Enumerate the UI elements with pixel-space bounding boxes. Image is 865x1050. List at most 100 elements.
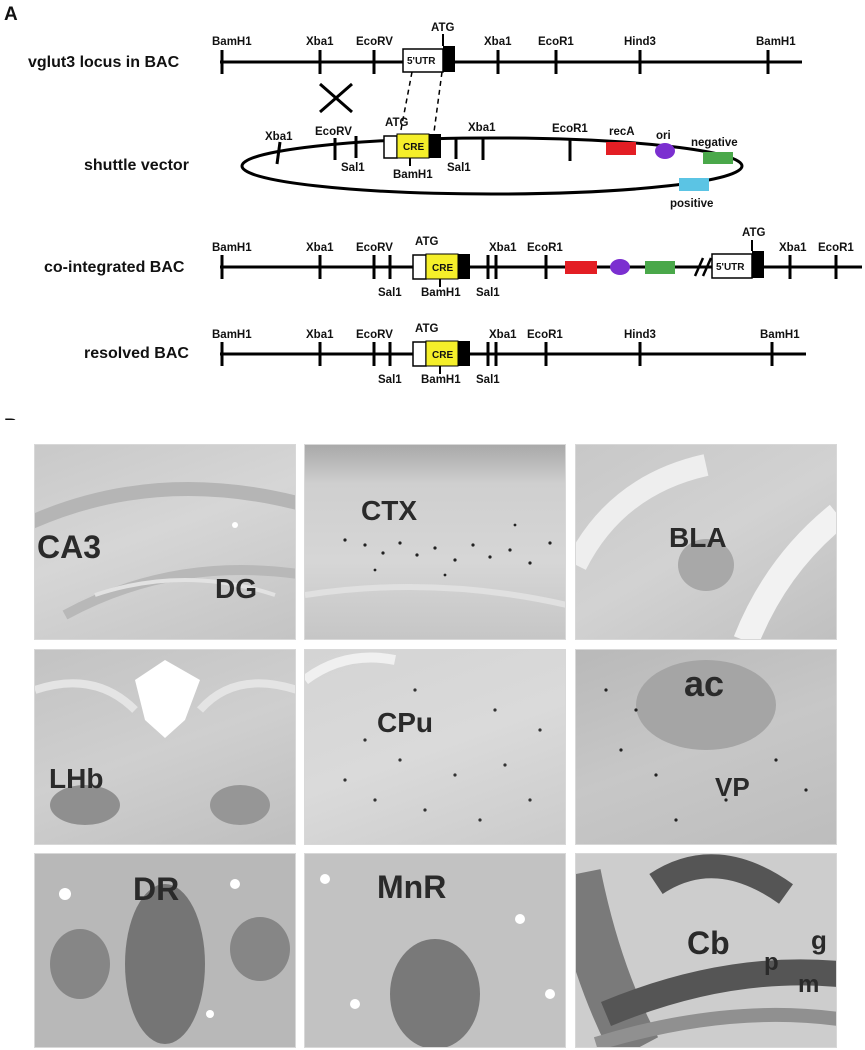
cre-label: CRE [403, 142, 424, 153]
micrograph-accumbens: ac VP [575, 649, 837, 845]
positive-label: positive [670, 198, 713, 210]
row-label-cointegrated: co-integrated BAC [44, 259, 185, 276]
site-bamh1: BamH1 [756, 36, 796, 48]
homology-dash [399, 71, 413, 136]
exon-black-box [443, 46, 455, 72]
construct-diagram: A vglut3 locus in BAC BamH1 Xba1 EcoRV 5… [4, 4, 862, 420]
site-ecorv: EcoRV [356, 242, 393, 254]
labeled-neurons [604, 688, 808, 822]
site-ecor1: EcoR1 [538, 36, 574, 48]
label-mnr: MnR [377, 869, 446, 905]
micrograph-striatum: CPu [304, 649, 566, 845]
site-bamh1: BamH1 [212, 36, 252, 48]
site-atg: ATG [415, 236, 438, 248]
striatum-texture: CPu [305, 652, 542, 822]
exon-black-box [429, 134, 441, 158]
label-bla: BLA [669, 522, 727, 553]
cre-box [396, 133, 430, 159]
panel-b-letter: B [4, 416, 18, 420]
site-ecor1: EcoR1 [818, 242, 854, 254]
site-hind3: Hind3 [624, 36, 656, 48]
label-ca3: CA3 [37, 529, 101, 565]
negative-marker [703, 152, 733, 164]
break-mark [693, 257, 713, 277]
cre-box [425, 253, 459, 280]
site-atg: ATG [415, 323, 438, 335]
cre-box [425, 340, 459, 367]
cortex-texture: CTX [305, 495, 565, 608]
hippocampus-texture: CA3 DG [35, 482, 295, 620]
negative-marker [645, 261, 675, 274]
labeled-neurons [343, 688, 542, 822]
site-ecorv: EcoRV [356, 329, 393, 341]
site-bamh1: BamH1 [421, 287, 461, 299]
crossover-mark [319, 82, 353, 114]
row-label-resolved: resolved BAC [84, 345, 189, 362]
site-bamh1: BamH1 [393, 169, 433, 181]
micrograph-cortex: CTX [304, 444, 566, 640]
ori-label: ori [656, 130, 671, 142]
site-bamh1: BamH1 [421, 374, 461, 386]
label-ac: ac [684, 663, 724, 704]
resolved-bac-row: resolved BAC BamH1 Xba1 EcoRV Sal1 ATG C… [84, 323, 806, 386]
site-tick [275, 141, 282, 165]
exon-black-box [752, 251, 764, 278]
label-vp: VP [715, 772, 750, 802]
micrograph-hippocampus: CA3 DG [34, 444, 296, 640]
label-g: g [811, 925, 827, 955]
site-sal1: Sal1 [476, 374, 500, 386]
row-label-shuttle: shuttle vector [84, 157, 189, 174]
cerebellum-texture: Cb g p m [576, 854, 836, 1047]
reca-label: recA [609, 126, 635, 138]
labeled-neurons [343, 523, 552, 577]
habenula-texture: LHb [35, 660, 295, 825]
label-dg: DG [215, 573, 257, 604]
site-ecorv: EcoRV [315, 126, 352, 138]
amygdala-texture: BLA [576, 454, 836, 639]
site-sal1: Sal1 [341, 162, 365, 174]
micrograph-habenula: LHb [34, 649, 296, 845]
site-xba1: Xba1 [306, 329, 334, 341]
site-xba1: Xba1 [306, 36, 334, 48]
label-cb: Cb [687, 925, 730, 961]
utr-box-small [412, 341, 427, 367]
site-xba1: Xba1 [779, 242, 807, 254]
homology-dash [433, 71, 443, 133]
site-xba1: Xba1 [484, 36, 512, 48]
ori-marker [610, 259, 630, 275]
micrograph-dorsal-raphe: DR [34, 853, 296, 1048]
shuttle-vector-row: shuttle vector Xba1 EcoRV Sal1 ATG CRE B… [84, 117, 744, 210]
exon-black-box [458, 254, 470, 279]
label-m: m [798, 971, 819, 998]
ori-marker [655, 143, 675, 159]
site-xba1: Xba1 [265, 131, 293, 143]
site-ecor1: EcoR1 [527, 242, 563, 254]
positive-marker [679, 178, 709, 191]
site-atg: ATG [431, 22, 454, 34]
label-p: p [764, 949, 779, 976]
row-label-vglut3: vglut3 locus in BAC [28, 54, 180, 71]
dorsal-raphe-texture: DR [50, 871, 290, 1044]
micrograph-amygdala: BLA [575, 444, 837, 640]
site-bamh1: BamH1 [212, 242, 252, 254]
micrograph-median-raphe: MnR [304, 853, 566, 1048]
cre-label: CRE [432, 263, 453, 274]
site-atg: ATG [742, 227, 765, 239]
label-cpu: CPu [377, 707, 433, 738]
site-xba1: Xba1 [306, 242, 334, 254]
site-bamh1: BamH1 [212, 329, 252, 341]
vglut3-locus-row: vglut3 locus in BAC BamH1 Xba1 EcoRV 5'U… [28, 22, 802, 74]
micrograph-cerebellum: Cb g p m [575, 853, 837, 1048]
site-sal1: Sal1 [378, 287, 402, 299]
site-xba1: Xba1 [489, 242, 517, 254]
panel-a-letter: A [4, 4, 18, 25]
site-ecorv: EcoRV [356, 36, 393, 48]
accumbens-texture: ac VP [604, 660, 808, 822]
label-lhb: LHb [49, 763, 103, 794]
shuttle-plasmid-ring [240, 136, 744, 196]
negative-label: negative [691, 137, 738, 149]
median-raphe-texture: MnR [320, 869, 555, 1047]
site-ecor1: EcoR1 [552, 123, 588, 135]
cointegrated-bac-row: co-integrated BAC BamH1 Xba1 EcoRV Sal1 … [44, 227, 862, 299]
site-sal1: Sal1 [476, 287, 500, 299]
